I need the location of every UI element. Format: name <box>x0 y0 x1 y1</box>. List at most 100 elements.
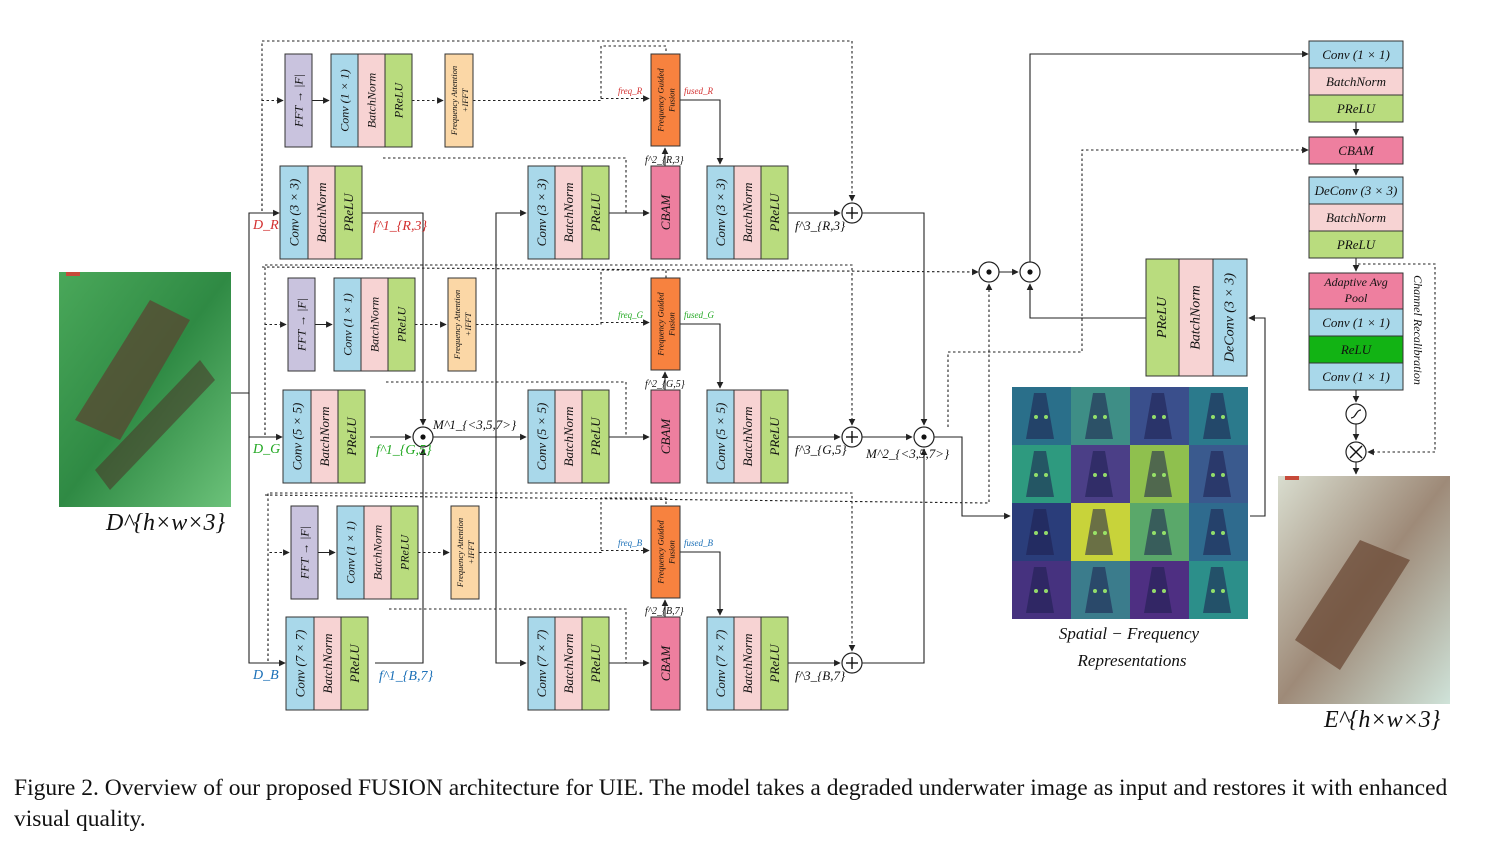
feature-tile <box>1012 503 1071 561</box>
branch-R-prelu2-block-label: PReLU <box>588 192 603 233</box>
branch-G-f2-label: f^2_{G,5} <box>645 379 685 390</box>
m1-mul-op <box>412 426 434 448</box>
channel-recalibration-skip <box>1358 263 1436 456</box>
head-scale-op <box>1345 441 1367 463</box>
branch-G-conv1-block: Conv (5 × 5) <box>282 389 312 484</box>
branch-B-bn3-block-label: BatchNorm <box>740 634 755 694</box>
branch-R-freq-prelu-block-label: PReLU <box>392 82 406 120</box>
head-sigmoid-op <box>1345 403 1367 425</box>
branch-R-prelu3-block-label: PReLU <box>767 192 782 233</box>
architecture-diagram: D^{h×w×3} E^{h×w×3} Spatial − Frequency … <box>59 40 1450 733</box>
m1-label: M^1_{<3,5,7>} <box>432 417 517 432</box>
branch-B-prelu3-block: PReLU <box>760 616 789 711</box>
branch-G-freq-bn-block-label: BatchNorm <box>368 297 382 353</box>
branch-R-input-label: D_R <box>252 218 279 233</box>
branch-G-prelu3-block-label: PReLU <box>767 416 782 457</box>
branch-B-fft-block: FFT → |F| <box>290 505 319 600</box>
head-adaptive-pool-block-label-1: Adaptive Avg <box>1323 275 1387 289</box>
branch-G-bn1-block: BatchNorm <box>310 389 339 484</box>
m1-to-R <box>433 209 527 438</box>
branch-R-conv1-block-label: Conv (3 × 3) <box>287 179 302 247</box>
branch-G-add-op <box>841 426 863 448</box>
head-deconv-block: DeConv (3 × 3) <box>1308 176 1404 205</box>
branch-B-cbam-block: CBAM <box>650 616 681 711</box>
branch-G-freq-conv-block-label: Conv (1 × 1) <box>341 293 355 355</box>
branch-G-freq-conv-block: Conv (1 × 1) <box>333 277 362 372</box>
top-mul-op-2 <box>1019 261 1041 283</box>
branch-B-freq-prelu-block: PReLU <box>390 505 419 600</box>
input-to-B <box>248 437 286 667</box>
branch-B-prelu3-block-label: PReLU <box>767 643 782 684</box>
m2-mul-op <box>913 426 935 448</box>
branch-B-freq-conv-block-label: Conv (1 × 1) <box>344 521 358 583</box>
head-prelu2-block: PReLU <box>1308 230 1404 259</box>
head-cbam-block: CBAM <box>1308 136 1404 165</box>
branch-R-freq-bn-block-label: BatchNorm <box>365 73 379 129</box>
head-bn2-block-label: BatchNorm <box>1326 210 1386 225</box>
branch-R-conv3-block-label: Conv (3 × 3) <box>713 179 728 247</box>
head-conv3-block: Conv (1 × 1) <box>1308 362 1404 391</box>
channel-recalibration-label: Channel Recalibration <box>1411 275 1425 385</box>
head-bn2-block: BatchNorm <box>1308 203 1404 232</box>
m2-label: M^2_{<3,5,7>} <box>865 446 950 461</box>
branch-R-bn3-block: BatchNorm <box>733 165 762 260</box>
branch-G-att-top <box>476 269 667 326</box>
decoder-prelu-block: PReLU <box>1145 258 1180 377</box>
top-mul-op-1 <box>978 261 1000 283</box>
branch-B-prelu2-block-label: PReLU <box>588 643 603 684</box>
branch-B-freq-bn-block: BatchNorm <box>363 505 392 600</box>
branch-B-fusion-block-label-2: Fusion <box>667 540 677 565</box>
feature-tile <box>1130 387 1189 445</box>
input-skip-B-to-mul1 <box>264 283 993 504</box>
branch-R-conv3-block: Conv (3 × 3) <box>706 165 735 260</box>
head-adaptive-pool-block-label-2: Pool <box>1344 291 1368 305</box>
feature-tile <box>1130 503 1189 561</box>
feature-tile <box>1012 387 1071 445</box>
branch-G-cbam-block-label: CBAM <box>658 418 673 455</box>
feature-tile <box>1189 445 1248 503</box>
output-image <box>1278 476 1450 704</box>
input-image <box>59 272 231 507</box>
branch-G-fft-block-label: FFT → |F| <box>295 298 309 352</box>
branch-R-prelu2-block: PReLU <box>581 165 610 260</box>
branch-G-prelu1-block-label: PReLU <box>344 416 359 457</box>
decoder-to-mul2 <box>1026 283 1146 319</box>
head-deconv-block-label: DeConv (3 × 3) <box>1314 183 1398 198</box>
branch-R-fusion-block-label-1: Frequency Guided <box>656 68 666 133</box>
branch-R-fusion-block-label-2: Fusion <box>667 88 677 113</box>
branch-R-freq-label: freq_R <box>618 86 643 96</box>
branch-B-bn2-block: BatchNorm <box>554 616 583 711</box>
branch-R-f2-label: f^2_{R,3} <box>645 155 684 166</box>
grid-to-decoder <box>1248 314 1266 517</box>
branch-G-fused-label: fused_G <box>684 310 714 320</box>
branch-G-f1-skip <box>386 381 627 437</box>
branch-B-freq-attention-block-label-2: +IFFT <box>466 539 476 564</box>
branch-B-conv2-block: Conv (7 × 7) <box>527 616 556 711</box>
branch-R-prelu1-block: PReLU <box>334 165 363 260</box>
feature-tile <box>1189 387 1248 445</box>
addB-to-m2 <box>862 448 928 664</box>
branch-R-freq-bn-block: BatchNorm <box>357 53 386 148</box>
branch-G-input-label: D_G <box>252 442 280 457</box>
branch-B-input-label: D_B <box>252 668 279 683</box>
input-to-R <box>231 209 280 394</box>
branch-G-bn1-block-label: BatchNorm <box>317 407 332 467</box>
branch-G-fusion-block-label-2: Fusion <box>667 312 677 337</box>
branch-G-freq-attention-block: Frequency Attention+IFFT <box>447 277 477 372</box>
branch-B-freq-attention-block: Frequency Attention+IFFT <box>450 505 480 600</box>
branch-B-bn3-block: BatchNorm <box>733 616 762 711</box>
branch-G-bn3-block-label: BatchNorm <box>740 407 755 467</box>
branch-B-fusion-to-conv3 <box>680 551 724 616</box>
branch-R-freq-attention-block-label-2: +IFFT <box>460 87 470 112</box>
branch-R-freq-prelu-block: PReLU <box>384 53 413 148</box>
branch-R-cbam-block: CBAM <box>650 165 681 260</box>
branch-B-fusion-block-label-1: Frequency Guided <box>656 520 666 585</box>
branch-R-long-skip <box>261 40 856 211</box>
branch-G-freq-prelu-block-label: PReLU <box>395 306 409 344</box>
branch-R-freq-attention-block: Frequency Attention+IFFT <box>444 53 474 148</box>
head-prelu1-block: PReLU <box>1308 94 1404 123</box>
branch-G-fusion-to-conv3 <box>680 323 724 389</box>
